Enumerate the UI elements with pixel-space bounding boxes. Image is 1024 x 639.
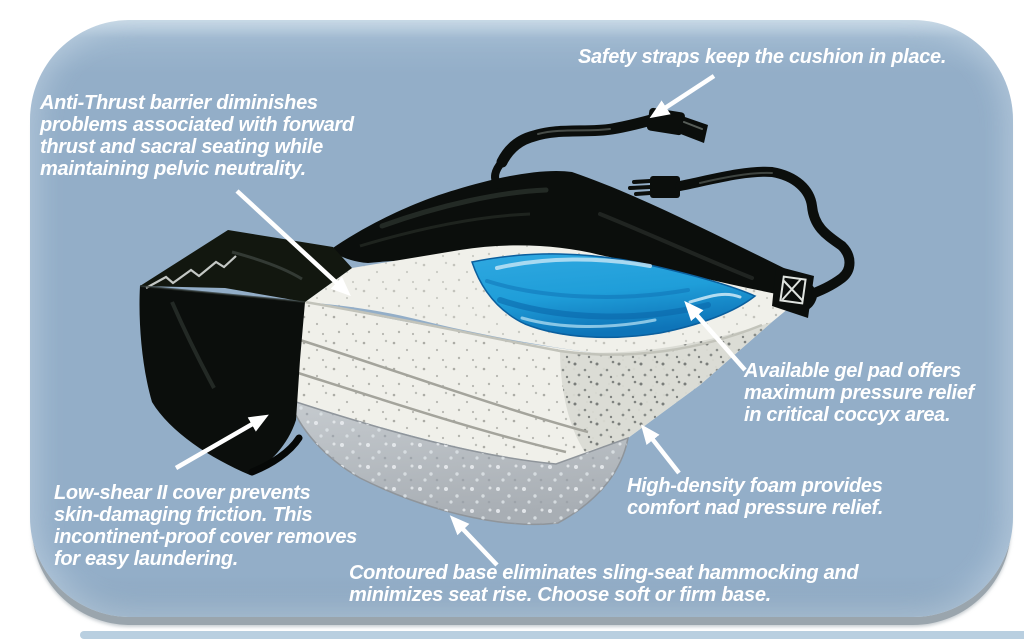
arrow-to-base — [449, 515, 499, 567]
arrow-to-anti-thrust — [235, 189, 351, 297]
annotation-gel-pad: Available gel pad offers maximum pressur… — [744, 360, 974, 426]
arrow-to-gel-pad — [684, 300, 747, 372]
arrow-to-foam — [640, 424, 681, 475]
safety-straps — [491, 107, 855, 318]
annotation-high-density-foam: High-density foam provides comfort nad p… — [627, 475, 884, 519]
arrow-to-safety-strap — [649, 74, 716, 119]
contoured-base — [288, 398, 629, 526]
annotation-anti-thrust: Anti-Thrust barrier diminishes problems … — [40, 92, 354, 180]
annotation-safety-straps: Safety straps keep the cushion in place. — [578, 46, 947, 68]
foam-layers — [290, 300, 795, 464]
annotation-low-shear-cover: Low-shear II cover prevents skin-damagin… — [54, 482, 357, 570]
annotation-arrows — [174, 74, 747, 567]
annotation-contoured-base: Contoured base eliminates sling-seat ham… — [349, 562, 859, 606]
arrow-to-cover — [174, 414, 269, 470]
next-section-edge — [80, 631, 1024, 639]
